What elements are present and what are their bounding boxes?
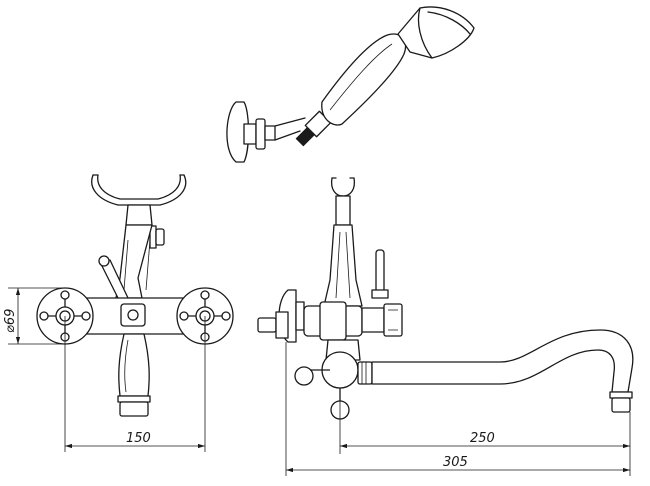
spout-dimension-label: 250 xyxy=(470,431,495,446)
front-spout xyxy=(118,333,150,397)
side-lever xyxy=(375,249,385,293)
shower-head xyxy=(397,6,475,59)
bracket-nut xyxy=(243,123,257,145)
shower-handle xyxy=(321,33,407,126)
cradle-lock-knob xyxy=(155,228,165,246)
long-spout xyxy=(371,329,634,393)
wall-bracket-plate xyxy=(226,101,250,163)
bracket-ring xyxy=(255,118,266,150)
spout-collar xyxy=(357,361,373,385)
front-aerator xyxy=(119,401,149,417)
side-handle-knob-left xyxy=(294,366,314,386)
side-view: 250 305 xyxy=(257,177,634,476)
front-view: ⌀69 150 xyxy=(3,174,234,452)
bracket-arm xyxy=(274,117,306,141)
overall-dimension-label: 305 xyxy=(443,455,468,470)
hand-shower-assembly xyxy=(226,6,475,163)
diameter-dimension-label: ⌀69 xyxy=(3,309,18,333)
side-cradle xyxy=(330,177,356,197)
spout-aerator xyxy=(611,397,631,413)
shower-cradle xyxy=(91,174,187,206)
width-dimension-label: 150 xyxy=(126,431,151,446)
bracket-stem xyxy=(264,125,276,141)
side-valve-nut xyxy=(383,303,403,337)
cradle-stem-top xyxy=(125,204,153,226)
side-column xyxy=(323,224,363,307)
